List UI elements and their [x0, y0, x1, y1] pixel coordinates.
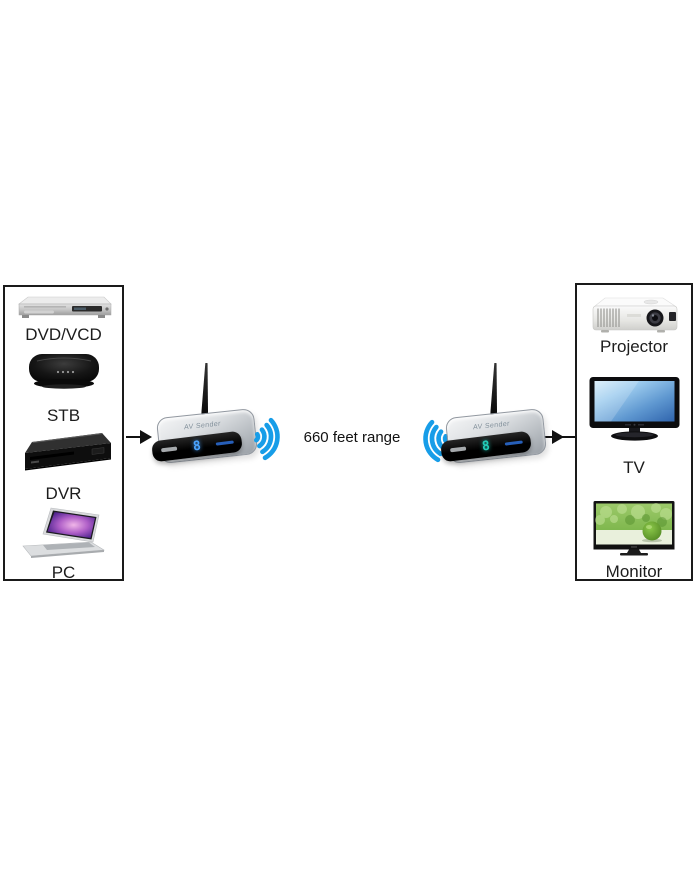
antenna-icon [201, 363, 210, 417]
projector-icon [592, 297, 678, 333]
arrow-right-icon [542, 430, 575, 444]
dvd-label: DVD/VCD [25, 325, 102, 344]
brand-label: AV Sender [472, 420, 510, 432]
pc-label: PC [51, 563, 76, 582]
brand-label: AV Sender [183, 420, 221, 432]
monitor-icon [593, 501, 675, 556]
wifi-waves-icon [254, 417, 280, 461]
dvr-label: DVR [45, 484, 82, 503]
receiver-device: AV Sender 8 [440, 361, 554, 475]
channel-display: 8 [192, 438, 202, 455]
dvr-box-icon [25, 433, 111, 471]
dvd-player-icon [18, 296, 112, 318]
front-port [160, 446, 178, 453]
arrow-right-icon [126, 430, 152, 444]
arrow-head-icon [140, 430, 152, 444]
monitor-label: Monitor [605, 562, 663, 581]
tv-label: TV [623, 458, 645, 477]
tv-icon [589, 377, 680, 441]
source-devices-box: DVD/VCD STB DVR [3, 285, 124, 581]
laptop-icon [22, 507, 105, 558]
panel-text-mark [504, 440, 523, 446]
range-label: 660 feet range [303, 429, 401, 446]
arrow-head-icon [552, 430, 564, 444]
channel-display: 8 [481, 438, 491, 455]
stb-label: STB [46, 406, 81, 425]
panel-text-mark [215, 440, 234, 446]
projector-label: Projector [599, 337, 669, 356]
display-devices-box: Projector TV [575, 283, 693, 581]
front-port [449, 446, 467, 453]
set-top-box-icon [29, 354, 99, 389]
antenna-icon [490, 363, 499, 417]
